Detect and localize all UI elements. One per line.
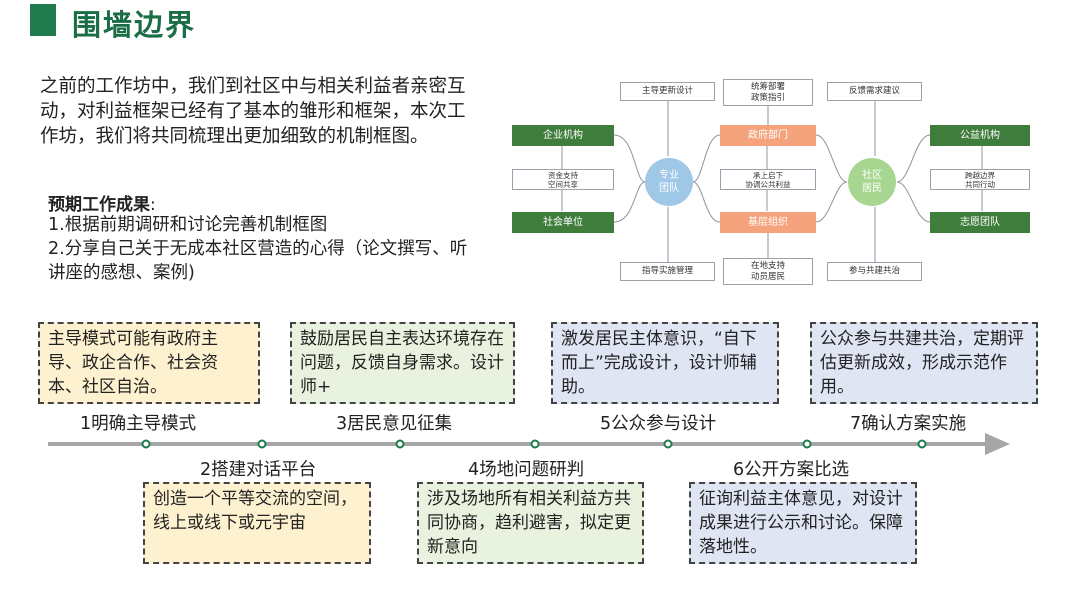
diagram-box-funding: 资金支持 空间共享 bbox=[512, 169, 614, 190]
outcomes-heading: 预期工作成果: bbox=[48, 190, 156, 215]
timeline-dot bbox=[663, 439, 673, 449]
diagram-box-lead-design: 主导更新设计 bbox=[620, 82, 715, 101]
outcomes-heading-colon: : bbox=[150, 195, 156, 215]
timeline-dot bbox=[141, 439, 151, 449]
outcomes-heading-text: 预期工作成果 bbox=[48, 195, 150, 215]
diagram-connectors bbox=[561, 101, 983, 262]
diagram-box-social-unit: 社会单位 bbox=[512, 212, 614, 233]
outcome-item: 1.根据前期调研和讨论完善机制框图 bbox=[48, 215, 328, 235]
step-6-label: 6公开方案比选 bbox=[733, 460, 850, 480]
diagram-box-local-support: 在地支持 动员居民 bbox=[723, 258, 813, 285]
step-6-description: 征询利益主体意见，对设计成果进行公示和讨论。保障落地性。 bbox=[689, 482, 917, 564]
step-5-label: 5公众参与设计 bbox=[600, 414, 717, 434]
timeline-dot bbox=[395, 439, 405, 449]
step-5-description: 激发居民主体意识，“自下而上”完成设计，设计师辅助。 bbox=[551, 322, 779, 404]
step-4-label: 4场地问题研判 bbox=[468, 460, 585, 480]
diagram-box-guidance: 指导实施管理 bbox=[620, 262, 715, 281]
timeline-dot bbox=[530, 439, 540, 449]
timeline-dot bbox=[802, 439, 812, 449]
step-7-description: 公众参与共建共治，定期评估更新成效，形成示范作用。 bbox=[810, 322, 1038, 404]
diagram-box-participation: 参与共建共治 bbox=[827, 262, 922, 281]
timeline-dot bbox=[917, 439, 927, 449]
diagram-box-government: 政府部门 bbox=[720, 125, 816, 146]
outcomes-list: 1.根据前期调研和讨论完善机制框图 2.分享自己关于无成本社区营造的心得（论文撰… bbox=[48, 213, 468, 285]
diagram-box-enterprise: 企业机构 bbox=[512, 125, 614, 146]
diagram-circle-residents: 社区 居民 bbox=[848, 158, 896, 206]
diagram-box-public-welfare: 公益机构 bbox=[930, 125, 1030, 146]
step-1-description: 主导模式可能有政府主导、政企合作、社会资本、社区自治。 bbox=[38, 322, 260, 404]
intro-paragraph: 之前的工作坊中，我们到社区中与相关利益者亲密互动，对利益框架已经有了基本的雏形和… bbox=[40, 76, 466, 147]
step-3-label: 3居民意见征集 bbox=[336, 414, 453, 434]
diagram-box-joint-action: 跨越边界 共同行动 bbox=[930, 169, 1030, 190]
diagram-box-policy: 统筹部署 政策指引 bbox=[723, 79, 813, 106]
title-accent-bar bbox=[30, 4, 56, 36]
diagram-box-grassroots: 基层组织 bbox=[720, 212, 816, 233]
mechanism-diagram: 主导更新设计 统筹部署 政策指引 反馈需求建议 企业机构 资金支持 空间共享 社… bbox=[505, 72, 1050, 287]
outcome-item: 2.分享自己关于无成本社区营造的心得（论文撰写、听讲座的感想、案例) bbox=[48, 239, 468, 283]
page-title: 围墙边界 bbox=[72, 8, 197, 42]
step-2-label: 2搭建对话平台 bbox=[200, 460, 317, 480]
timeline-arrow bbox=[48, 433, 1010, 455]
diagram-box-coordination: 承上启下 协调公共利益 bbox=[720, 169, 816, 190]
step-2-description: 创造一个平等交流的空间，线上或线下或元宇宙 bbox=[143, 482, 371, 564]
diagram-circle-professional-team: 专业 团队 bbox=[645, 158, 693, 206]
step-4-description: 涉及场地所有相关利益方共同协商，趋利避害，拟定更新意向 bbox=[417, 482, 644, 564]
step-3-description: 鼓励居民自主表达环境存在问题，反馈自身需求。设计师+ bbox=[290, 322, 515, 404]
step-7-label: 7确认方案实施 bbox=[850, 414, 967, 434]
timeline-dot bbox=[257, 439, 267, 449]
step-1-label: 1明确主导模式 bbox=[80, 414, 197, 434]
diagram-box-volunteers: 志愿团队 bbox=[930, 212, 1030, 233]
diagram-box-feedback: 反馈需求建议 bbox=[827, 82, 922, 101]
